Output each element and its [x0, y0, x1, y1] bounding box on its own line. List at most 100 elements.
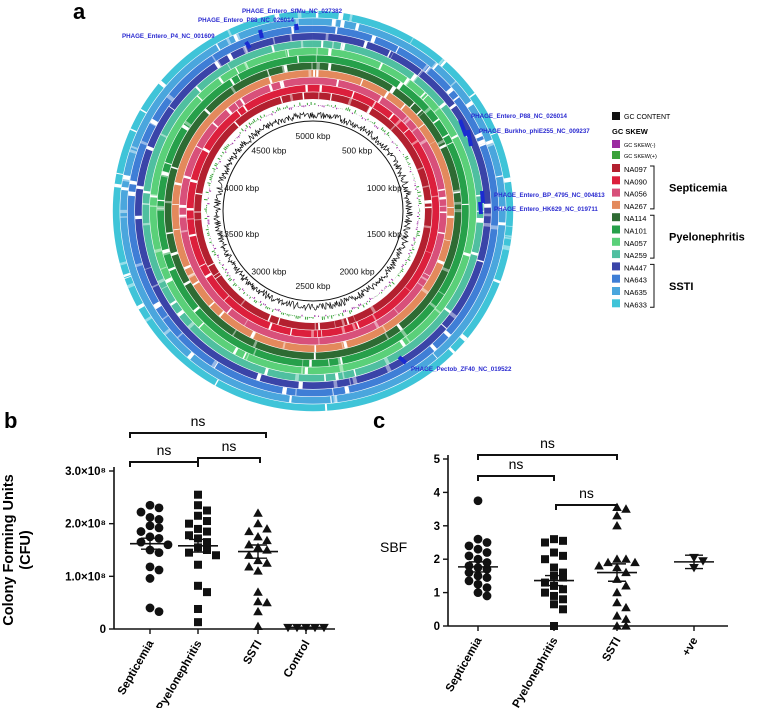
ring-gap — [453, 191, 461, 194]
ring-gap — [245, 62, 249, 69]
ring-gap — [490, 131, 498, 136]
data-point — [550, 600, 558, 609]
data-point — [203, 506, 211, 515]
data-point — [194, 524, 202, 533]
significance-label: ns — [157, 442, 172, 458]
ring-gap — [504, 234, 512, 238]
ring-gap — [164, 200, 172, 204]
ring-gap — [229, 78, 235, 86]
ring-gap — [196, 95, 203, 102]
ring-gap — [215, 43, 221, 51]
ring-gap — [390, 87, 397, 94]
x-tick-label-group: Pyelonephritis — [511, 636, 561, 708]
ring-gap — [233, 121, 240, 128]
ring-gap — [409, 102, 415, 109]
ring-gap — [348, 378, 352, 386]
ring-gap — [316, 62, 320, 70]
ring-gap — [166, 231, 174, 235]
ring-gap — [161, 170, 170, 176]
ring-gap — [181, 124, 190, 131]
ring-gap — [352, 315, 356, 323]
y-tick-label: 2 — [434, 554, 440, 566]
ring-gap — [405, 336, 411, 343]
gc-content-label: GC CONTENT — [624, 114, 671, 121]
ring-gap — [390, 52, 394, 59]
ring-gap — [143, 190, 151, 194]
ring-gap — [344, 386, 350, 394]
ring-gap — [371, 101, 376, 108]
data-point — [473, 534, 483, 544]
ring-gap — [232, 347, 238, 355]
isolate-label: NA643 — [624, 276, 647, 285]
ring-gap — [268, 84, 274, 92]
ring-gap — [291, 26, 295, 34]
ring-gap — [338, 12, 344, 20]
gc-skew-positive — [203, 102, 422, 321]
ring-gap — [420, 275, 428, 282]
ring-gap — [289, 34, 293, 42]
data-point — [145, 521, 155, 531]
x-tick-label-group: SSTI — [600, 636, 623, 664]
ring-gap — [359, 78, 364, 86]
ring-gap — [240, 299, 246, 306]
data-point — [185, 519, 193, 528]
isolate-label: NA101 — [624, 227, 647, 236]
ring-gap — [237, 74, 242, 81]
data-point — [559, 585, 567, 594]
ring-gap — [444, 239, 451, 242]
ring-gap — [158, 80, 167, 88]
ring-gap — [323, 374, 327, 382]
isolate-swatch-NA267 — [612, 200, 620, 209]
ring-gap — [459, 333, 468, 342]
data-point — [194, 604, 202, 613]
ring-gap — [447, 215, 454, 219]
ring-gap — [437, 231, 445, 235]
ring-gap — [441, 323, 447, 330]
ring-gap — [454, 201, 462, 205]
ring-gap — [438, 58, 445, 65]
ring-gap — [119, 261, 127, 266]
kbp-label: 2500 kbp — [296, 281, 331, 291]
isolate-label: NA447 — [624, 263, 647, 272]
kbp-label: 4000 kbp — [224, 183, 259, 193]
ring-gap — [362, 40, 368, 49]
phage-label: PHAGE_Entero_P88_NC_026014 — [198, 17, 295, 24]
data-point — [612, 611, 622, 620]
ring-gap — [190, 178, 198, 184]
ring-gap — [345, 317, 350, 325]
data-point — [154, 565, 164, 575]
ring-gap — [493, 278, 501, 284]
data-point — [473, 571, 483, 581]
ring-NA101 — [157, 55, 469, 367]
ring-gap — [425, 67, 432, 74]
ring-gap — [150, 195, 158, 198]
data-point — [559, 551, 567, 560]
group-bracket — [650, 263, 655, 308]
ring-gap — [289, 395, 292, 403]
phage-label: PHAGE_Burkho_phiE255_NC_009237 — [479, 128, 590, 135]
ring-gap — [314, 345, 317, 352]
ring-gap — [135, 262, 143, 268]
ring-gap — [196, 145, 203, 150]
ring-gap — [404, 286, 411, 292]
ring-gap — [390, 124, 396, 131]
ring-gap — [351, 323, 357, 331]
ring-gap — [318, 337, 320, 345]
kbp-label: 3000 kbp — [251, 267, 286, 277]
ring-gap — [214, 379, 219, 386]
ring-gap — [352, 376, 358, 385]
data-point — [203, 517, 211, 526]
data-point — [145, 574, 155, 583]
ring-gap — [318, 322, 321, 330]
y-axis-title-line: Colony Forming Units — [1, 474, 17, 625]
data-point — [262, 535, 272, 545]
ring-gap — [316, 47, 318, 55]
ring-gap — [136, 185, 144, 190]
ring-gap — [213, 361, 219, 369]
ring-gap — [157, 278, 165, 284]
ring-gap — [498, 206, 506, 209]
ring-gap — [268, 76, 273, 84]
phage-label: PHAGE_Entero_HK629_NC_019711 — [494, 206, 598, 213]
